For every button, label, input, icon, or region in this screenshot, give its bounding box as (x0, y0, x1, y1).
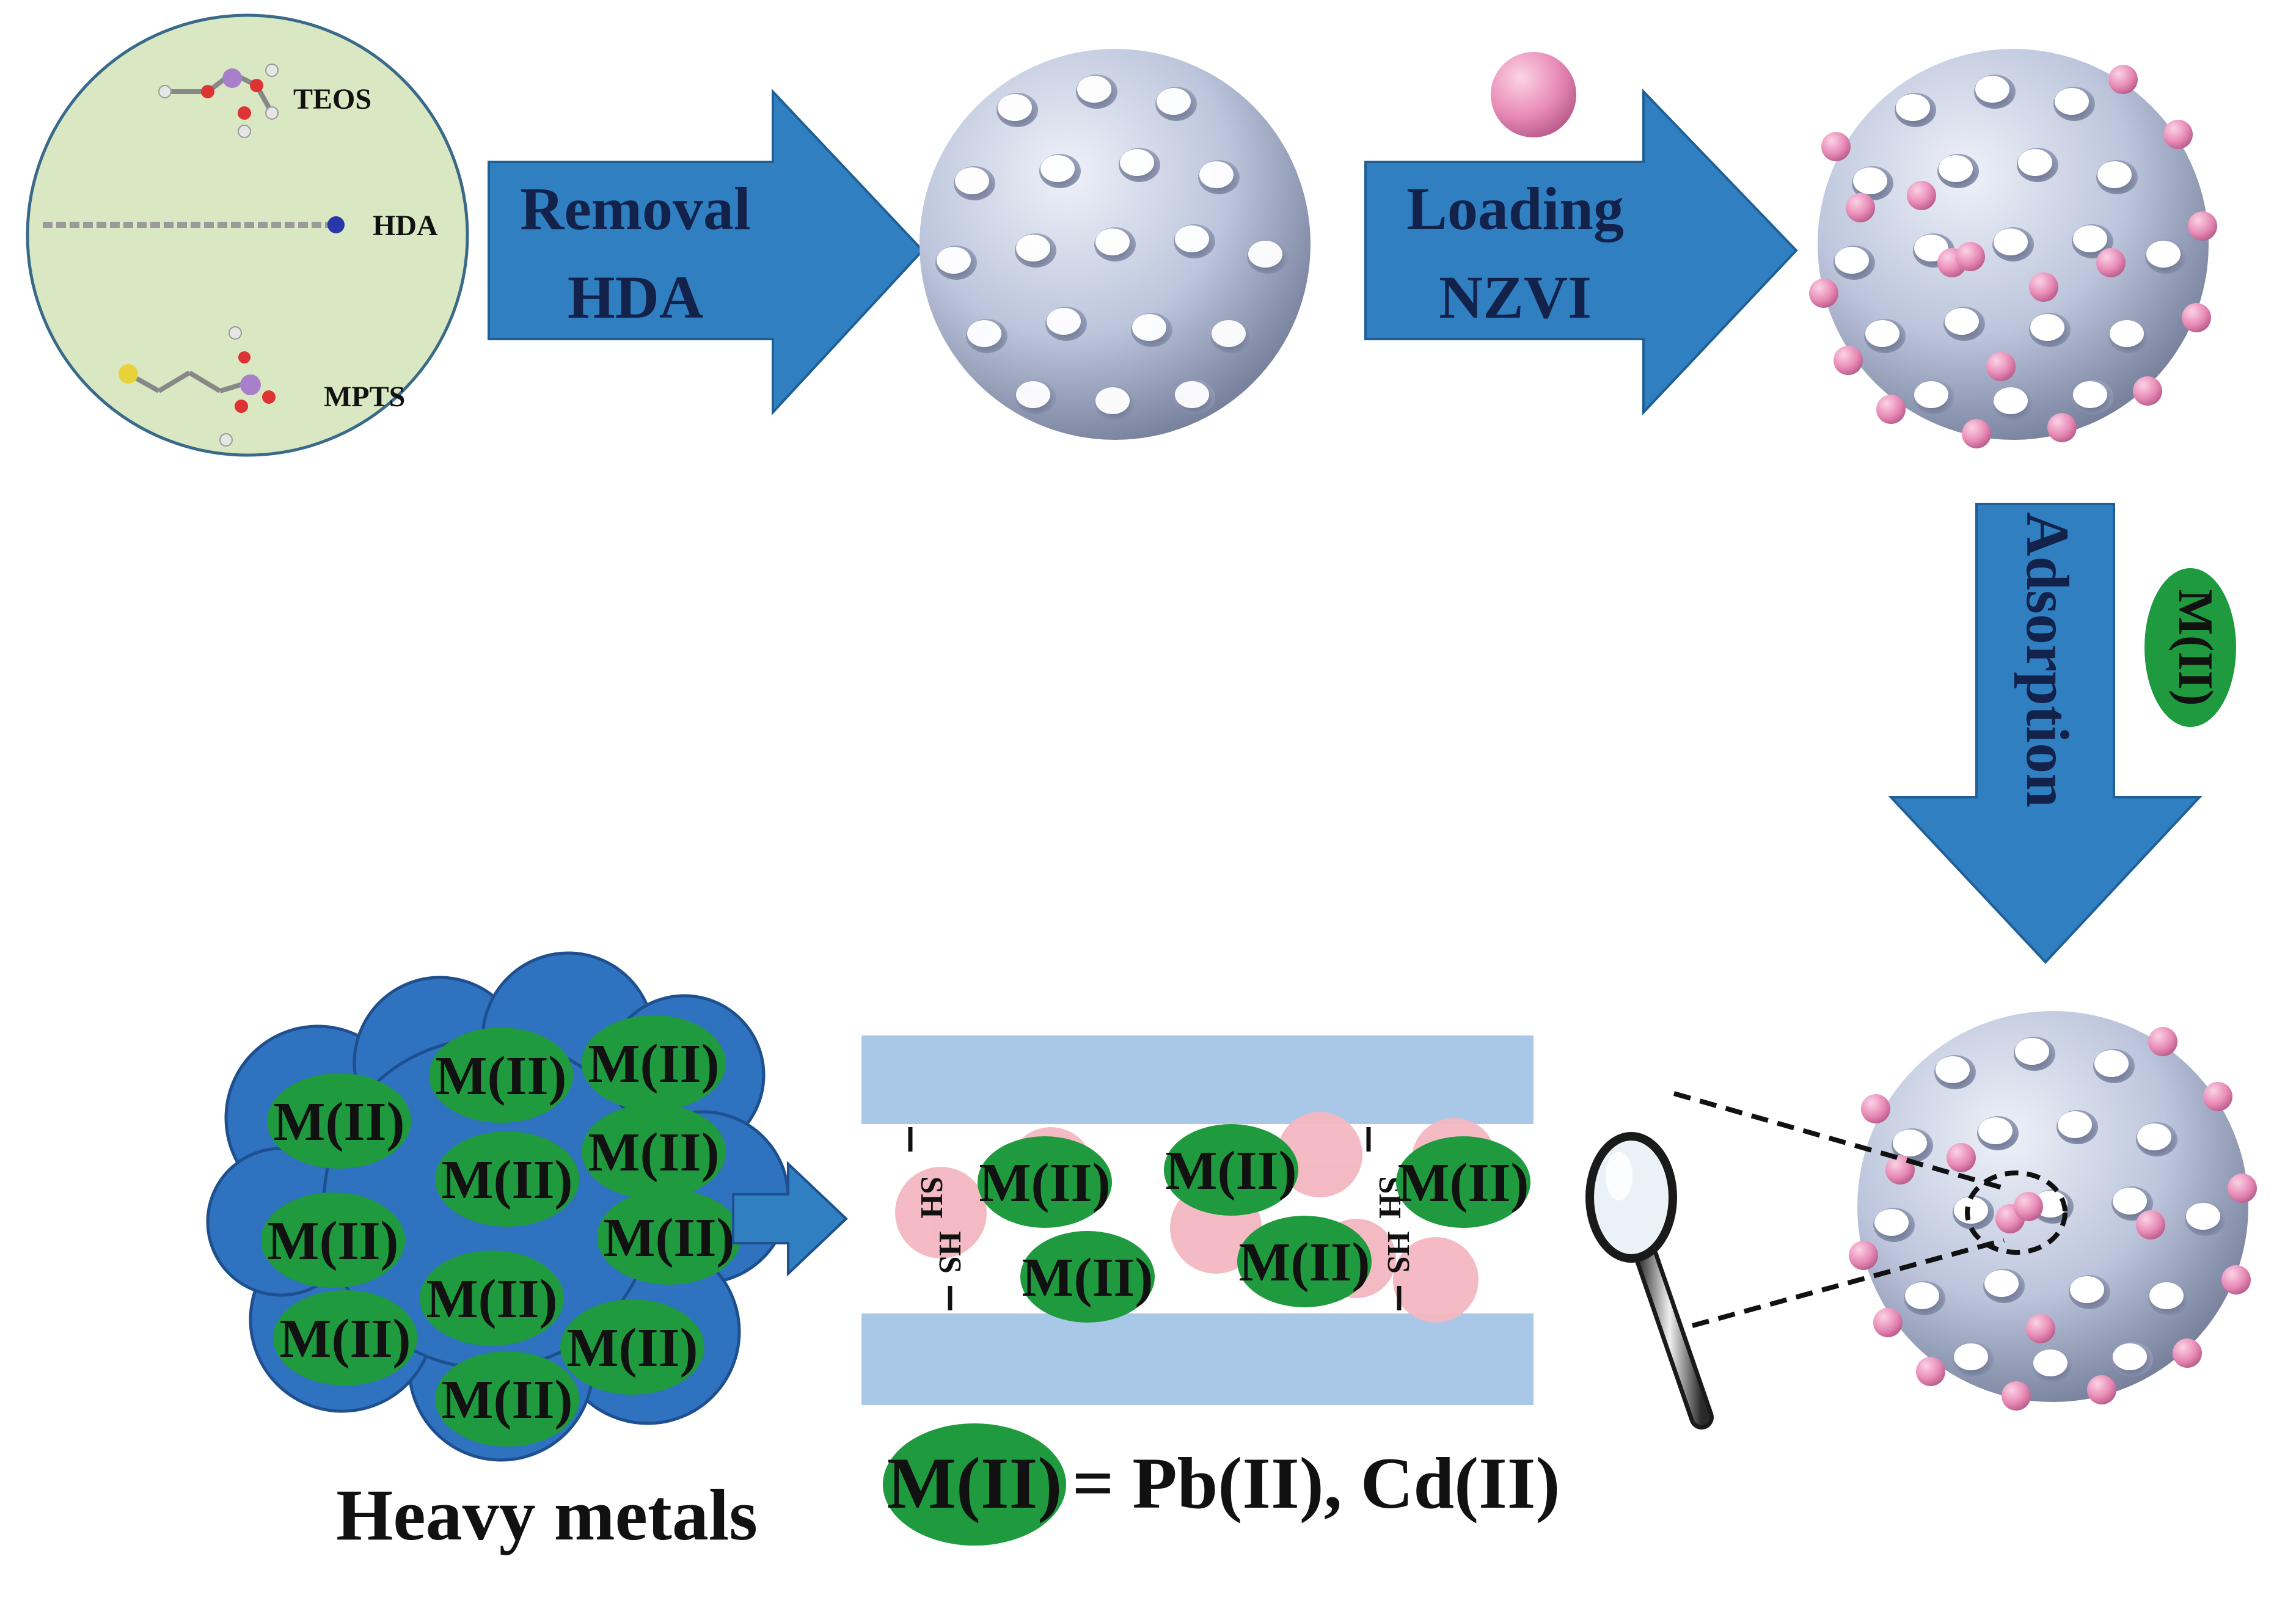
pore-wall-top (861, 1035, 1534, 1124)
adsorption-ion-label: M(II) (2168, 589, 2222, 706)
cloud-ion-label: M(II) (426, 1269, 558, 1329)
nzvi-loaded-sphere (1809, 49, 2217, 448)
cloud-to-pore-arrow (732, 1161, 848, 1277)
hda-molecule (43, 216, 345, 233)
mpts-label: MPTS (324, 381, 405, 413)
adsorbed-sphere (1849, 1011, 2257, 1411)
removal-label-line2: HDA (568, 263, 703, 331)
zoom-region (1965, 1170, 2067, 1255)
teos-label: TEOS (293, 83, 371, 115)
mpts-molecule (119, 326, 276, 447)
magnifier-icon (1585, 1132, 1714, 1430)
pore-ion-label: M(II) (1022, 1247, 1153, 1308)
ion-legend: M(II) = Pb(II), Cd(II) (883, 1423, 1560, 1546)
thiol-label: HS (1381, 1231, 1416, 1273)
legend-definition: = Pb(II), Cd(II) (1072, 1442, 1560, 1524)
cloud-ion-label: M(II) (268, 1211, 399, 1271)
loading-label-line1: Loading (1406, 175, 1624, 243)
pore-ion-label: M(II) (1166, 1141, 1297, 1201)
hda-label: HDA (373, 210, 438, 242)
cloud-ion-label: M(II) (567, 1318, 698, 1378)
cloud-ion-label: M(II) (442, 1150, 573, 1210)
cloud-ion-label: M(II) (588, 1122, 720, 1183)
thiol-label: SH (914, 1176, 949, 1218)
cloud-ion-label: M(II) (588, 1034, 720, 1094)
adsorption-arrow: Adsorption (1888, 503, 2203, 964)
loading-label-line2: NZVI (1439, 263, 1592, 331)
pore-ion-label: M(II) (1239, 1232, 1370, 1293)
precursor-panel: TEOS HDA MPTS (26, 13, 469, 457)
teos-molecule (158, 64, 279, 138)
cloud-ion-label: M(II) (442, 1370, 573, 1430)
cloud-ion-label: M(II) (280, 1309, 411, 1369)
pore-ion-label: M(II) (1398, 1153, 1529, 1213)
legend-ion-swatch (883, 1423, 1066, 1546)
adsorption-label: Adsorption (2014, 512, 2082, 807)
cloud-ion-label: M(II) (604, 1208, 735, 1268)
cloud-ion-label: M(II) (274, 1092, 405, 1152)
adsorption-ion: M(II) (2144, 568, 2236, 727)
heavy-metals-caption: Heavy metals (336, 1474, 758, 1555)
pore-channel: SH HS SH HS M(II) M(II) M(II) M(II) M(II… (861, 1035, 1534, 1405)
removal-label-line1: Removal (520, 175, 751, 243)
mesoporous-silica-sphere (919, 49, 1311, 440)
pore-wall-bottom (861, 1313, 1534, 1405)
pore-ion-label: M(II) (979, 1153, 1111, 1213)
cloud-ion-label: M(II) (436, 1046, 567, 1106)
legend-ion-label: M(II) (887, 1442, 1062, 1524)
loading-nzvi-arrow: Loading NZVI (1364, 89, 1798, 416)
removal-hda-arrow: Removal HDA (488, 88, 924, 416)
nzvi-particle (1491, 52, 1576, 137)
zoom-lines (1673, 1091, 2005, 1328)
heavy-metals-cloud: M(II) M(II) M(II) M(II) M(II) M(II) M(II… (206, 951, 790, 1462)
thiol-label: HS (932, 1231, 967, 1273)
